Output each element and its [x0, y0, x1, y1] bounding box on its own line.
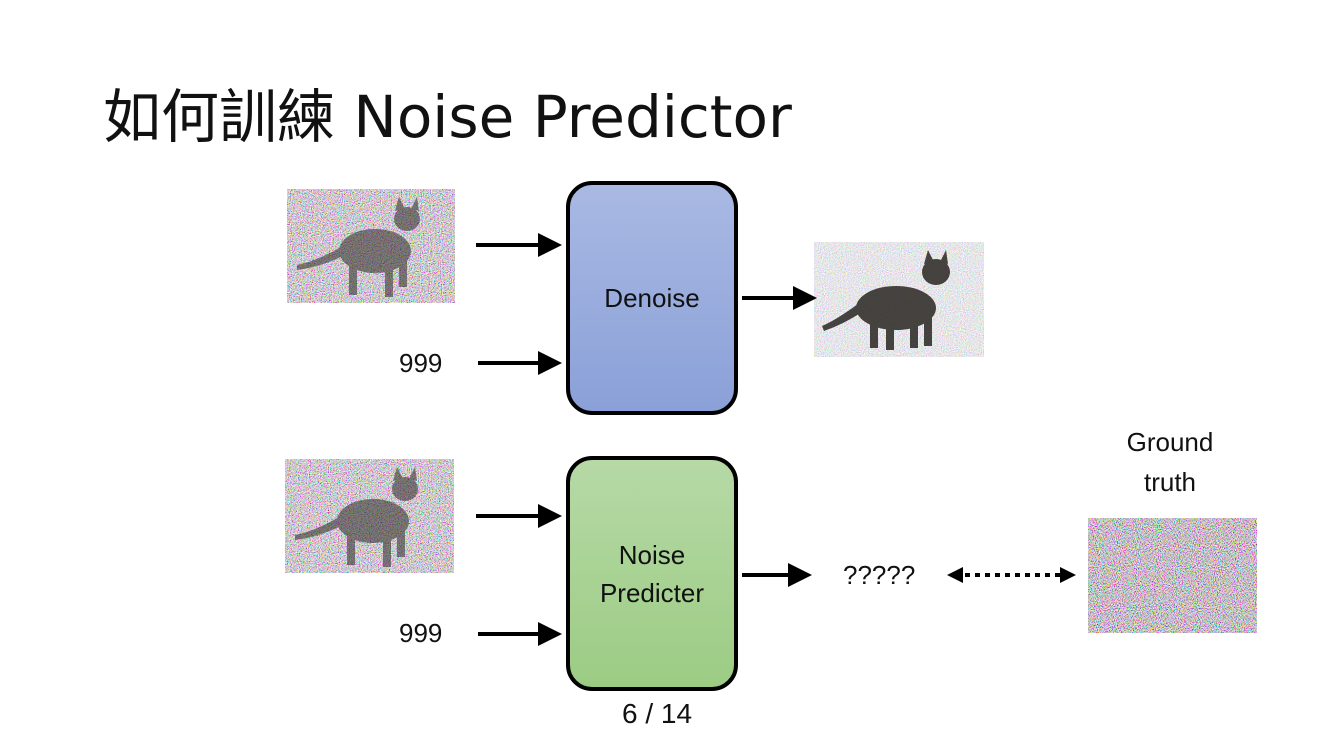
step-input-bottom: 999 [399, 618, 443, 648]
slide-title: 如何訓練 Noise Predictor [103, 83, 792, 151]
page-number: 6 / 14 [622, 698, 693, 729]
ground-truth-noise-image [1088, 518, 1257, 633]
ground-truth-line2: truth [1143, 467, 1197, 497]
noise-predictor-module: Noise Predicter [566, 456, 738, 691]
denoise-module: Denoise [566, 181, 738, 415]
denoise-label: Denoise [604, 283, 700, 313]
ground-truth-line1: Ground [1126, 427, 1214, 457]
less-noisy-cat-output-image [814, 242, 984, 357]
predicted-noise-placeholder: ????? [843, 560, 916, 590]
noise-predictor-label-line2: Predicter [599, 577, 705, 608]
noisy-cat-input-image-bottom [285, 459, 454, 573]
ground-truth-label: Ground truth [1100, 422, 1240, 502]
step-input-top: 999 [399, 348, 443, 378]
noise-predictor-label-line1: Noise [618, 539, 686, 570]
noisy-cat-input-image-top [287, 189, 455, 303]
